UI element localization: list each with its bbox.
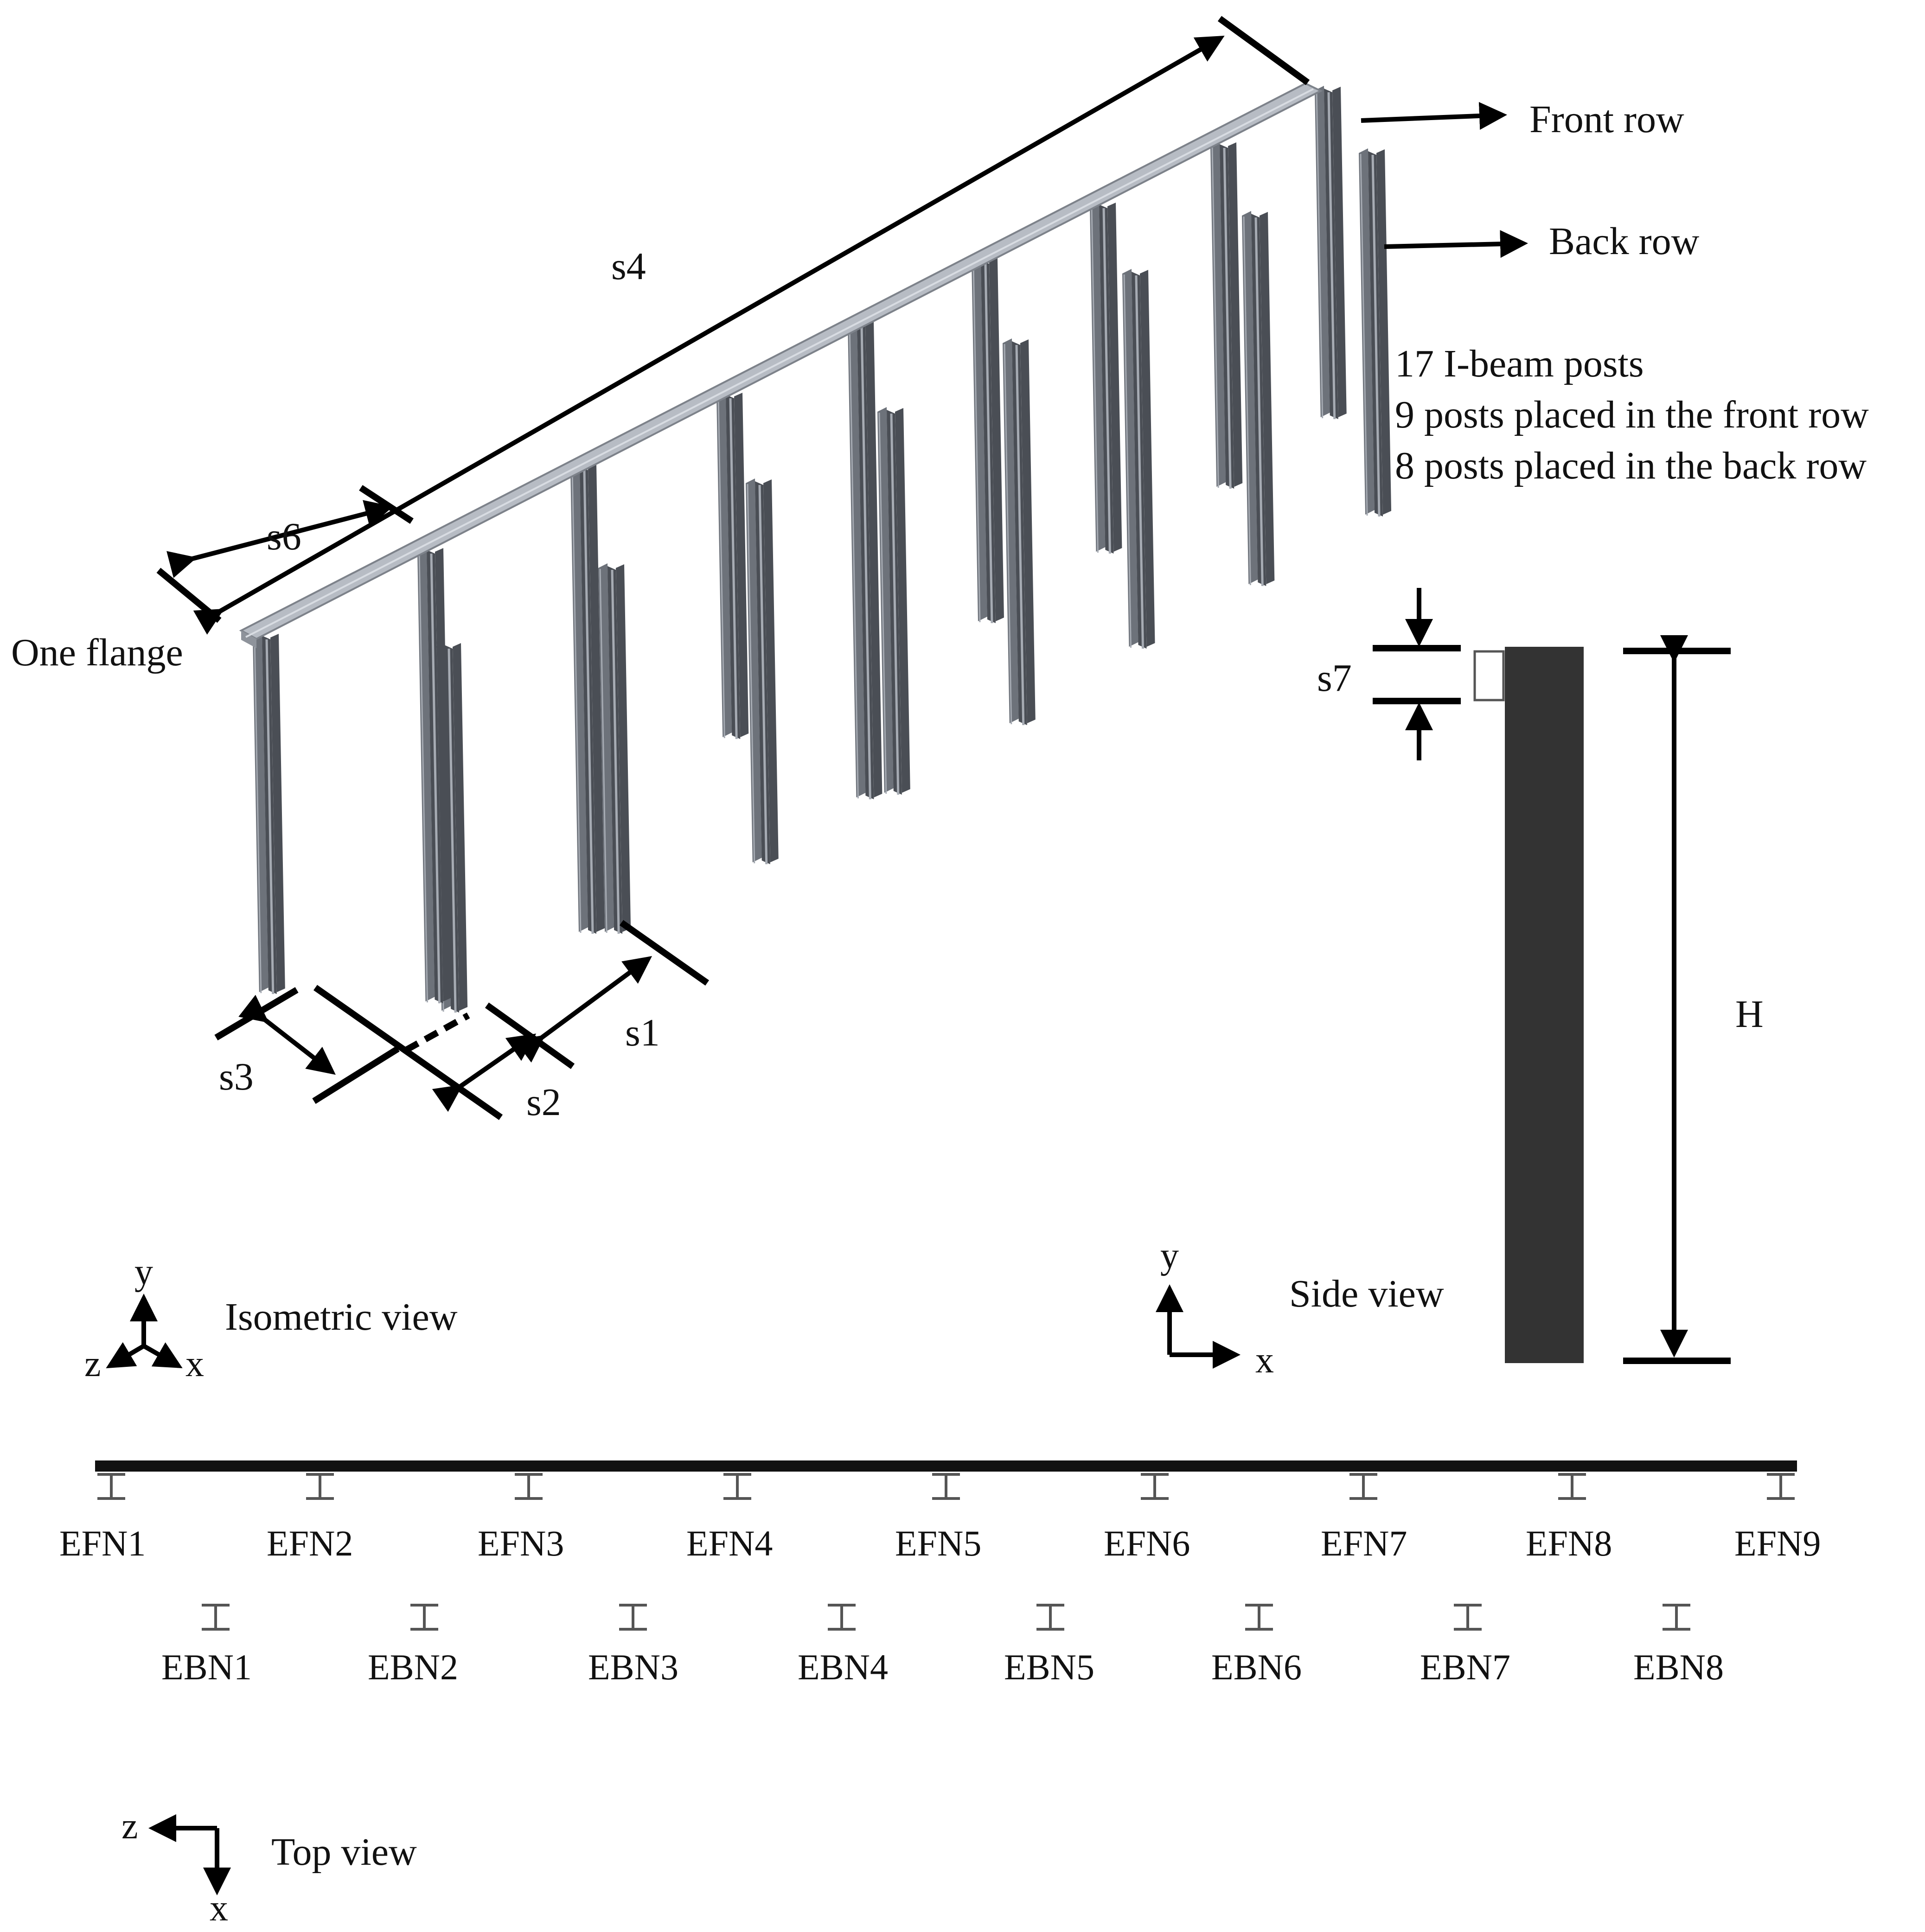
isometric-post-front-4	[716, 392, 749, 740]
top-view-label: Top view	[271, 1830, 417, 1874]
isometric-post-back-7	[1242, 211, 1275, 587]
s7-label: s7	[1317, 657, 1352, 700]
front-node-label-3: EFN3	[478, 1523, 564, 1563]
back-node-symbol-6	[1245, 1604, 1273, 1631]
top-view-rail	[95, 1460, 1797, 1472]
front-node-symbol-5	[932, 1473, 960, 1500]
top-axis-x: x	[210, 1888, 228, 1929]
top-axis-z: z	[122, 1806, 138, 1847]
isometric-post-front-2	[417, 547, 452, 1004]
front-node-symbol-9	[1767, 1473, 1795, 1500]
front-node-label-4: EFN4	[686, 1523, 773, 1563]
isometric-post-front-7	[1090, 202, 1122, 554]
note-posts-total: 17 I-beam posts	[1395, 342, 1644, 385]
bottom-dimensions	[214, 920, 710, 1120]
front-node-label-9: EFN9	[1734, 1523, 1821, 1563]
front-node-symbol-7	[1349, 1473, 1377, 1500]
back-row-arrow	[1384, 230, 1528, 258]
s6-dimension	[166, 485, 414, 578]
back-node-label-2: EBN2	[368, 1647, 458, 1687]
isometric-axes	[106, 1294, 183, 1369]
front-node-symbol-2	[306, 1473, 334, 1500]
iso-axis-x: x	[185, 1344, 204, 1384]
back-node-symbol-7	[1454, 1604, 1482, 1631]
iso-axis-z: z	[84, 1344, 101, 1384]
H-label: H	[1735, 993, 1764, 1036]
side-view-flange	[1473, 650, 1505, 701]
back-row-label: Back row	[1549, 220, 1700, 263]
top-view-nodes: EFN1 EFN2 EFN3 EFN4 EFN5 EFN6 EFN7 EFN8 EFN9EBN1…	[59, 1473, 1821, 1687]
s2-label: s2	[526, 1081, 561, 1124]
back-node-label-6: EBN6	[1211, 1647, 1302, 1687]
front-node-label-8: EFN8	[1526, 1523, 1612, 1563]
front-node-label-6: EFN6	[1104, 1523, 1190, 1563]
back-node-label-8: EBN8	[1633, 1647, 1724, 1687]
top-view-axes	[148, 1814, 231, 1895]
back-node-label-5: EBN5	[1004, 1647, 1094, 1687]
front-node-label-1: EFN1	[59, 1523, 146, 1563]
s7-dimension	[1373, 588, 1461, 760]
back-node-label-3: EBN3	[588, 1647, 678, 1687]
s4-label: s4	[611, 245, 646, 288]
isometric-post-back-2	[598, 563, 631, 934]
front-row-arrow	[1361, 102, 1507, 130]
isometric-post-front-9	[1315, 86, 1347, 420]
front-node-symbol-6	[1141, 1473, 1169, 1500]
front-node-symbol-8	[1558, 1473, 1586, 1500]
front-row-label: Front row	[1529, 98, 1684, 141]
isometric-post-front-1	[253, 633, 285, 995]
front-node-symbol-1	[97, 1473, 125, 1500]
isometric-view-label: Isometric view	[225, 1295, 458, 1339]
note-front-row: 9 posts placed in the front row	[1395, 393, 1869, 436]
back-node-symbol-8	[1663, 1604, 1690, 1631]
isometric-post-back-6	[1122, 269, 1155, 649]
isometric-post-back-3	[746, 478, 779, 865]
back-node-label-1: EBN1	[161, 1647, 252, 1687]
one-flange-label: One flange	[11, 631, 183, 674]
s1-label: s1	[625, 1011, 660, 1054]
H-dimension	[1623, 635, 1731, 1364]
isometric-post-back-8	[1359, 148, 1392, 517]
iso-axis-y: y	[134, 1252, 153, 1293]
front-node-label-2: EFN2	[267, 1523, 353, 1563]
back-node-symbol-5	[1036, 1604, 1064, 1631]
back-node-label-7: EBN7	[1420, 1647, 1510, 1687]
side-axis-x: x	[1255, 1340, 1274, 1381]
back-node-symbol-2	[410, 1604, 438, 1631]
back-node-symbol-3	[619, 1604, 647, 1631]
note-back-row: 8 posts placed in the back row	[1395, 444, 1867, 487]
side-view-label: Side view	[1289, 1272, 1444, 1315]
isometric-post-front-6	[972, 257, 1004, 624]
front-node-symbol-4	[723, 1473, 751, 1500]
front-node-symbol-3	[515, 1473, 543, 1500]
isometric-post-front-3	[570, 464, 605, 934]
front-node-label-7: EFN7	[1321, 1523, 1407, 1563]
s6-label: s6	[267, 515, 301, 558]
front-node-label-5: EFN5	[895, 1523, 981, 1563]
side-axis-y: y	[1160, 1236, 1179, 1276]
back-node-label-4: EBN4	[798, 1647, 888, 1687]
top-rail	[239, 82, 1323, 648]
side-view-post	[1505, 647, 1584, 1363]
isometric-post-back-5	[1003, 338, 1036, 726]
isometric-post-back-4	[877, 407, 910, 795]
back-node-symbol-1	[202, 1604, 230, 1631]
back-node-symbol-4	[828, 1604, 856, 1631]
isometric-post-front-5	[848, 320, 883, 800]
s3-label: s3	[219, 1055, 254, 1098]
isometric-post-front-8	[1210, 141, 1243, 489]
side-view-axes	[1156, 1284, 1241, 1369]
